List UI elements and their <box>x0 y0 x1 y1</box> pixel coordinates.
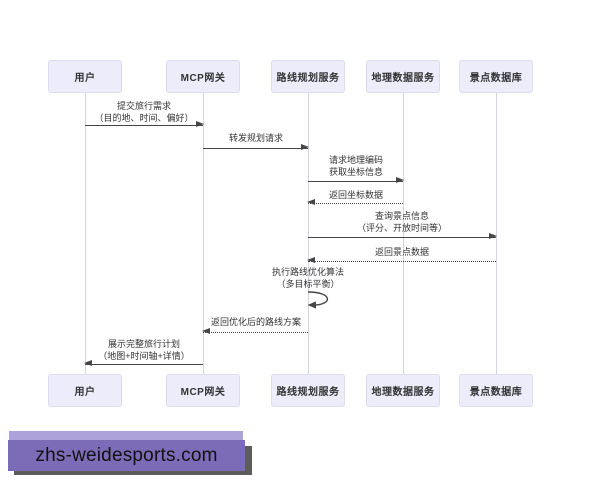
arrowhead-right-icon <box>196 121 204 128</box>
message-line: 返回景点数据 <box>374 247 429 257</box>
message-line: （多目标平衡） <box>276 278 340 289</box>
message-line: 展示完整旅行计划 <box>107 339 180 349</box>
arrow-submit-travel-request <box>85 121 204 128</box>
arrowhead-right-icon <box>396 177 404 184</box>
actor-attraction-database-bottom: 景点数据库 <box>459 374 533 407</box>
arrowhead-left-icon <box>84 360 92 367</box>
actor-geo-data-service-bottom: 地理数据服务 <box>366 374 440 407</box>
actor-route-planning-service-top: 路线规划服务 <box>271 60 345 93</box>
message-line: （目的地、时间、偏好） <box>94 112 194 123</box>
arrow-return-coordinates <box>307 199 403 206</box>
arrowhead-right-icon <box>489 233 497 240</box>
watermark-text: zhs-weidesports.com <box>35 444 218 466</box>
lifeline-geo-data-service <box>403 93 404 374</box>
arrowhead-left-icon <box>307 199 315 206</box>
arrow-return-attraction-data <box>307 257 496 264</box>
actor-route-planning-service-bottom: 路线规划服务 <box>271 374 345 407</box>
lifeline-route-planning-service <box>308 93 309 374</box>
message-line: 提交旅行需求 <box>116 101 171 111</box>
message-submit-travel-request: 提交旅行需求 （目的地、时间、偏好） <box>59 101 229 124</box>
actor-user-top: 用户 <box>48 60 122 93</box>
arrowhead-left-icon <box>202 328 210 335</box>
watermark-band <box>9 431 243 441</box>
message-forward-planning-request: 转发规划请求 <box>186 133 326 145</box>
message-return-attraction-data: 返回景点数据 <box>332 247 472 259</box>
arrow-request-geocoding <box>308 177 404 184</box>
lifeline-user <box>85 93 86 374</box>
message-line: 获取坐标信息 <box>328 166 383 177</box>
arrow-query-attraction-info <box>308 233 497 240</box>
message-line: 请求地理编码 <box>328 155 383 165</box>
message-line: 执行路线优化算法 <box>271 267 344 277</box>
arrowhead-right-icon <box>301 144 309 151</box>
arrow-forward-planning-request <box>203 144 309 151</box>
message-line: 转发规划请求 <box>228 133 283 143</box>
lifeline-mcp-gateway <box>203 93 204 374</box>
message-line: 查询景点信息 <box>374 211 429 221</box>
arrow-return-optimized-route <box>202 328 308 335</box>
actor-attraction-database-top: 景点数据库 <box>459 60 533 93</box>
message-run-route-optimization: 执行路线优化算法 （多目标平衡） <box>238 267 378 290</box>
arrow-show-travel-plan <box>84 360 203 367</box>
message-line: 返回优化后的路线方案 <box>210 317 301 327</box>
message-line: 返回坐标数据 <box>328 190 383 200</box>
actor-mcp-gateway-bottom: MCP网关 <box>166 374 240 407</box>
message-line: （评分、开放时间等） <box>356 222 447 233</box>
actor-mcp-gateway-top: MCP网关 <box>166 60 240 93</box>
watermark: zhs-weidesports.com <box>8 440 245 471</box>
actor-user-bottom: 用户 <box>48 374 122 407</box>
message-request-geocoding: 请求地理编码 获取坐标信息 <box>286 155 426 178</box>
message-line: （地图+时间轴+详情） <box>98 350 190 361</box>
message-show-travel-plan: 展示完整旅行计划 （地图+时间轴+详情） <box>59 339 229 362</box>
message-return-optimized-route: 返回优化后的路线方案 <box>186 317 326 329</box>
message-return-coordinates: 返回坐标数据 <box>286 190 426 202</box>
self-loop-arrow <box>307 291 329 309</box>
actor-geo-data-service-top: 地理数据服务 <box>366 60 440 93</box>
message-query-attraction-info: 查询景点信息 （评分、开放时间等） <box>317 211 487 234</box>
arrowhead-left-icon <box>307 257 315 264</box>
